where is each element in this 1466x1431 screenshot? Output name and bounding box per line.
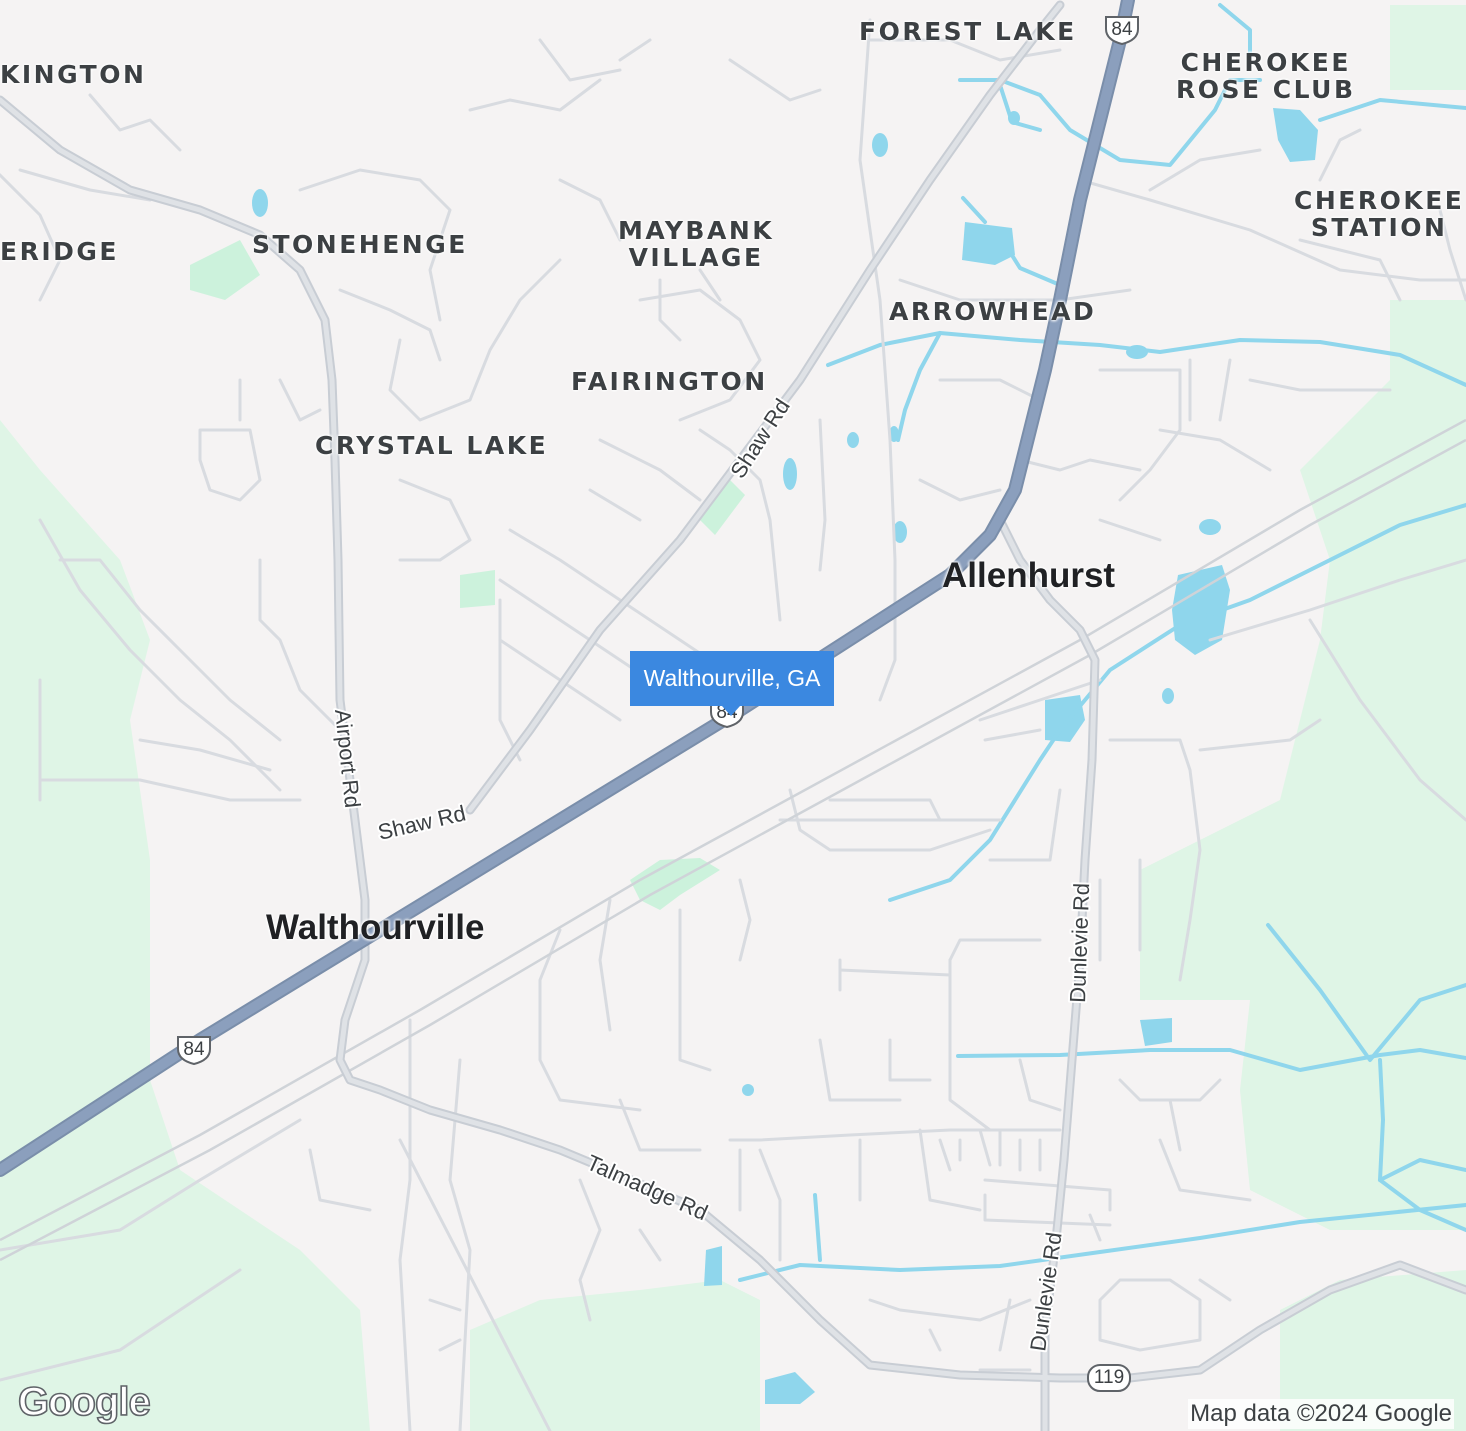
label-cherokee-rose-club: CHEROKEE ROSE CLUB: [1176, 48, 1356, 104]
label-forest-lake: FOREST LAKE: [859, 17, 1077, 46]
ga119-shield: 119: [1086, 1363, 1132, 1393]
us84-shield-south: 84: [174, 1035, 214, 1065]
label-stonehenge: STONEHENGE: [252, 230, 468, 259]
forest-areas: [0, 5, 1466, 1431]
label-kington: KINGTON: [0, 60, 147, 89]
location-marker-label[interactable]: Walthourville, GA: [630, 651, 834, 706]
park-areas: [190, 240, 745, 910]
us-route-shield-icon: [1105, 16, 1139, 45]
label-maybank-village: MAYBANK VILLAGE: [618, 216, 775, 272]
label-walthourville: Walthourville: [266, 908, 485, 947]
map-attribution[interactable]: Map data ©2024 Google: [1188, 1399, 1454, 1429]
label-crystal-lake: CRYSTAL LAKE: [315, 431, 549, 460]
label-arrowhead: ARROWHEAD: [889, 297, 1097, 326]
google-logo[interactable]: Google: [17, 1379, 151, 1425]
state-route-shield-icon: [1087, 1364, 1131, 1392]
us84-shield-north: 84: [1102, 15, 1142, 45]
label-eridge: ERIDGE: [0, 237, 119, 266]
label-cherokee-station: CHEROKEE STATION: [1294, 186, 1465, 242]
railroad: [0, 418, 1466, 1262]
label-fairington: FAIRINGTON: [571, 367, 768, 396]
location-marker-pointer: [722, 706, 740, 716]
label-allenhurst: Allenhurst: [942, 556, 1116, 595]
water-bodies: [252, 108, 1318, 1404]
highway-us84: [0, 0, 1135, 1177]
us-route-shield-icon: [177, 1036, 211, 1065]
